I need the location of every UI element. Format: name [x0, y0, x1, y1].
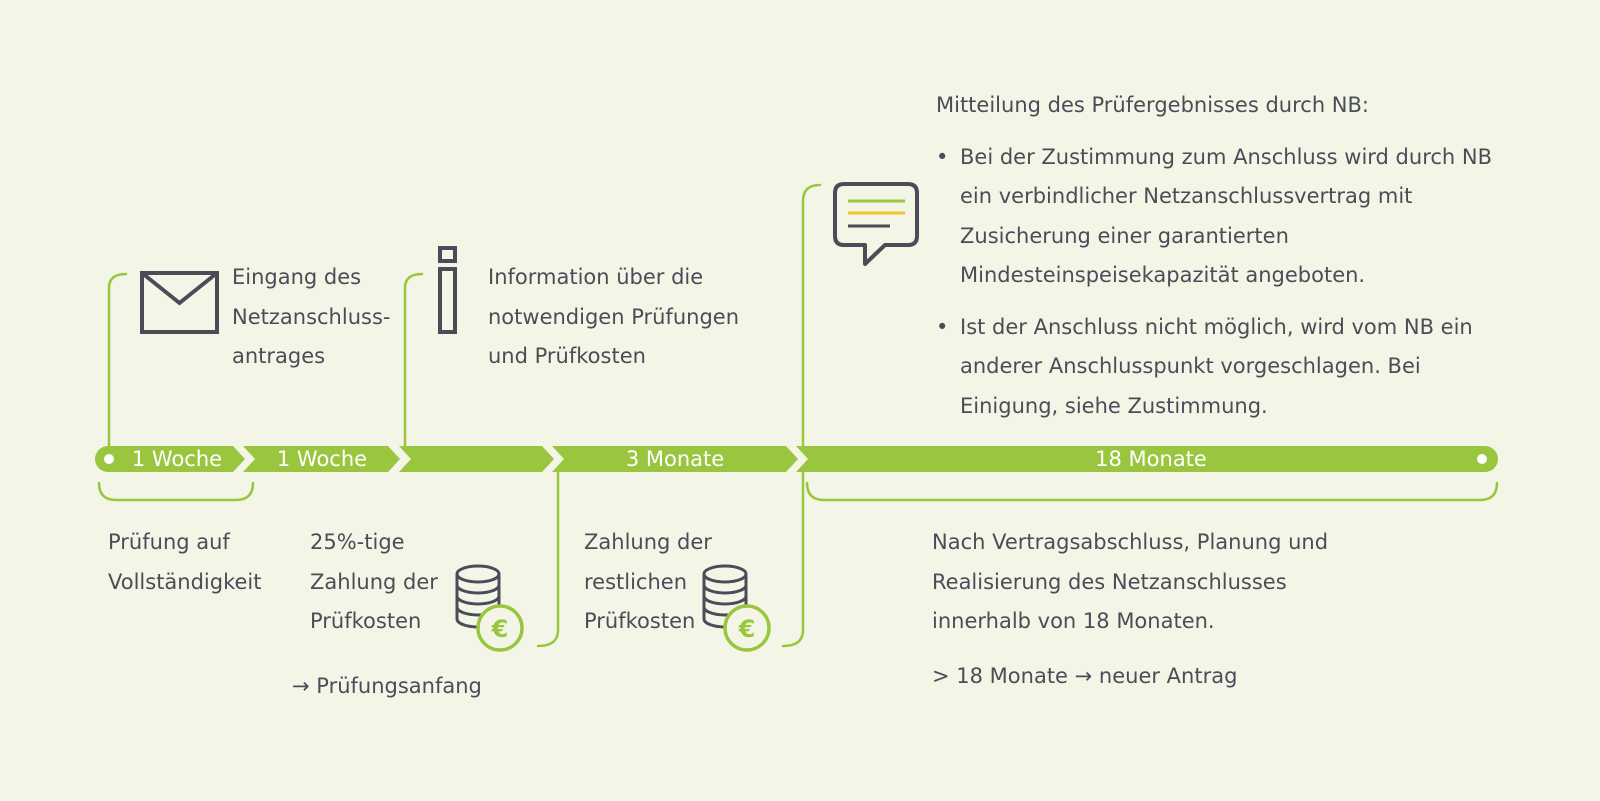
step3-bullet-1: Bei der Zustimmung zum Anschluss wird du… [936, 138, 1516, 296]
step3-heading: Mitteilung des Prüfergebnisses durch NB: [936, 93, 1369, 117]
step3-top-text: Mitteilung des Prüfergebnisses durch NB:… [936, 86, 1516, 426]
bracket-18-months [805, 481, 1499, 502]
step1-bottom-text: Prüfung auf Vollständigkeit [108, 530, 262, 594]
step2-bottom-note: → Prüfungsanfang [292, 674, 482, 698]
segment-2-shape [243, 446, 400, 472]
svg-text:€: € [491, 615, 509, 643]
segment-1-shape [95, 446, 245, 472]
envelope-icon [140, 271, 219, 334]
step3-bullet-list: Bei der Zustimmung zum Anschluss wird du… [936, 138, 1516, 427]
segment-5-shape [796, 446, 1498, 472]
segment-4-shape [552, 446, 798, 472]
timeline-start-dot [104, 454, 114, 464]
segment-label-week-2: 1 Woche [276, 447, 368, 471]
step2-bottom-text: 25%-tige Zahlung der Prüfkosten [310, 530, 438, 633]
connector-payment1 [536, 470, 560, 648]
segment-label-week-1: 1 Woche [131, 447, 223, 471]
step2-top-text: Information über die notwendigen Prüfung… [488, 265, 740, 368]
step4-bottom-text: Nach Vertragsabschluss, Planung und Real… [932, 530, 1329, 633]
step4-bottom-note: > 18 Monate → neuer Antrag [932, 664, 1238, 688]
connector-step2-top [403, 272, 424, 448]
segment-label-3 [411, 445, 542, 473]
segment-3-shape [399, 446, 554, 472]
step1-top-text: Eingang des Netzanschluss- antrages [232, 265, 391, 368]
speech-bubble-icon [833, 182, 919, 266]
connector-payment2 [781, 470, 805, 648]
info-icon [438, 246, 457, 334]
coins-euro-icon: € [702, 564, 771, 652]
connector-step1-top [107, 272, 128, 448]
svg-text:€: € [738, 615, 756, 643]
coins-euro-icon: € [455, 564, 524, 652]
segment-label-3-months: 3 Monate [625, 447, 725, 471]
timeline-end-dot [1477, 454, 1487, 464]
step3-bottom-text: Zahlung der restlichen Prüfkosten [584, 530, 712, 633]
bracket-week1 [97, 481, 255, 502]
step3-bullet-2: Ist der Anschluss nicht möglich, wird vo… [936, 308, 1516, 427]
segment-label-18-months: 18 Monate [1095, 447, 1207, 471]
connector-step3-top [801, 183, 822, 448]
timeline-bar [95, 446, 1498, 472]
